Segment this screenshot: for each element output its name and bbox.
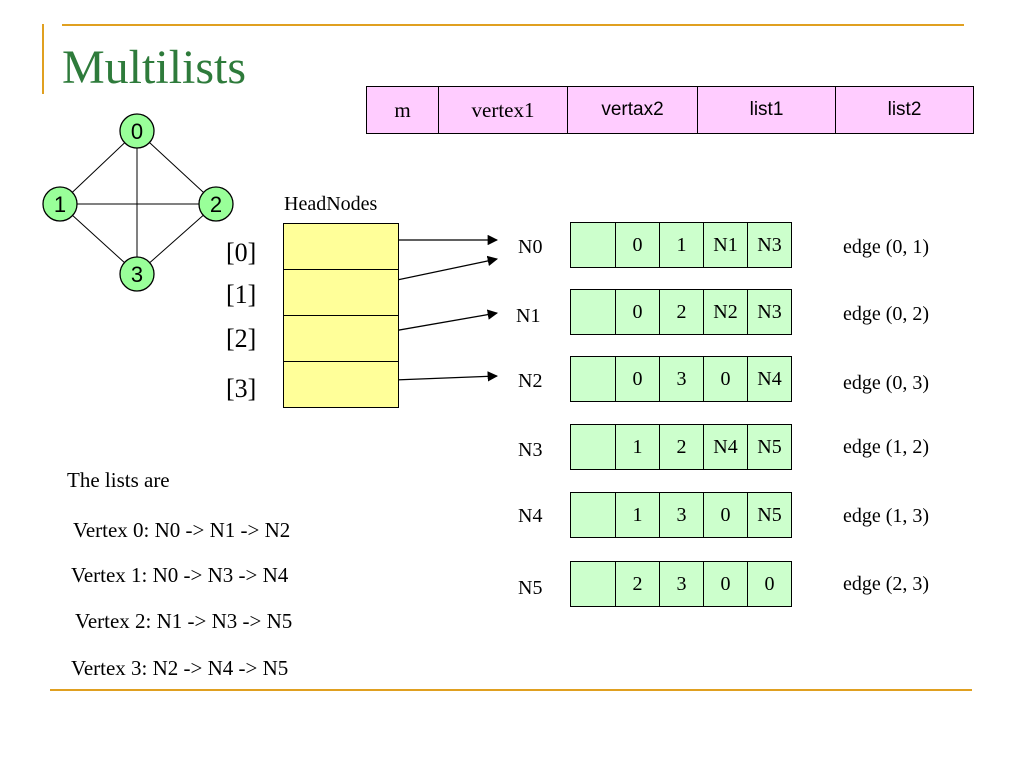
edge-node-vertex1: 1	[616, 425, 660, 469]
edge-node-name-0: N0	[518, 236, 543, 258]
edge-node-mark	[571, 357, 616, 401]
edge-node-list1: N4	[704, 425, 748, 469]
edge-node-vertex1: 0	[616, 223, 660, 267]
lists-heading: The lists are	[67, 468, 170, 492]
edge-node-0: 0 1 N1 N3	[570, 222, 792, 268]
edge-label-0: edge (0, 1)	[843, 236, 930, 258]
head-slot-0	[284, 224, 398, 270]
edge-node-vertex1: 1	[616, 493, 660, 537]
node-layout-field-vertex2: vertax2	[568, 87, 698, 133]
edge-label-1: edge (0, 2)	[843, 303, 930, 325]
graph-edge-0-1	[59, 130, 138, 205]
list-item: Vertex 2: N1 -> N3 -> N5	[75, 609, 293, 633]
edge-node-vertex1: 0	[616, 290, 660, 334]
graph-edge-0-2	[136, 130, 217, 205]
graph-vertex-1: 1	[42, 186, 78, 222]
graph-vertex-0: 0	[119, 113, 155, 149]
edge-node-vertex2: 3	[660, 562, 704, 606]
edge-label-5: edge (2, 3)	[843, 573, 930, 595]
edge-node-vertex2: 1	[660, 223, 704, 267]
edge-label-4: edge (1, 3)	[843, 505, 930, 527]
node-layout: m vertex1 vertax2 list1 list2	[366, 86, 974, 134]
node-layout-field-list1: list1	[698, 87, 836, 133]
head-index-2: [2]	[226, 324, 257, 353]
graph-vertices: 0 1 2 3	[42, 113, 234, 292]
graph-vertex-label: 3	[131, 262, 143, 287]
edge-node-mark	[571, 562, 616, 606]
edge-node-name-1: N1	[516, 305, 541, 327]
edge-node-mark	[571, 290, 616, 334]
edge-node-mark	[571, 425, 616, 469]
edge-node-mark	[571, 493, 616, 537]
edge-node-list2: N5	[748, 425, 791, 469]
node-layout-field-list2: list2	[836, 87, 973, 133]
edge-node-vertex2: 2	[660, 290, 704, 334]
edge-node-vertex1: 2	[616, 562, 660, 606]
edge-node-list2: N3	[748, 223, 791, 267]
edge-node-list2: 0	[748, 562, 791, 606]
list-item: Vertex 3: N2 -> N4 -> N5	[71, 656, 289, 680]
edge-node-mark	[571, 223, 616, 267]
node-layout-field-vertex1: vertex1	[439, 87, 568, 133]
edge-node-name-3: N3	[518, 439, 543, 461]
list-item: Vertex 1: N0 -> N3 -> N4	[71, 563, 289, 587]
edge-node-2: 0 3 0 N4	[570, 356, 792, 402]
graph-vertex-label: 2	[210, 192, 222, 217]
edge-node-list2: N3	[748, 290, 791, 334]
edge-node-3: 1 2 N4 N5	[570, 424, 792, 470]
edge-node-vertex2: 3	[660, 357, 704, 401]
title-rule-top	[62, 24, 964, 26]
edge-node-name-5: N5	[518, 577, 543, 599]
edge-label-2: edge (0, 3)	[843, 372, 930, 394]
edge-node-name-4: N4	[518, 505, 543, 527]
graph-vertex-label: 0	[131, 119, 143, 144]
head-slot-2	[284, 316, 398, 362]
headnodes-label: HeadNodes	[284, 193, 378, 215]
head-index-1: [1]	[226, 280, 257, 309]
graph-vertex-2: 2	[198, 186, 234, 222]
headnodes-array	[283, 223, 399, 408]
edge-node-list1: N1	[704, 223, 748, 267]
head-index-0: [0]	[226, 238, 257, 267]
edge-node-list2: N4	[748, 357, 791, 401]
edge-label-3: edge (1, 2)	[843, 436, 930, 458]
graph-edges	[59, 130, 217, 275]
edge-node-5: 2 3 0 0	[570, 561, 792, 607]
graph-vertex-label: 1	[54, 192, 66, 217]
head-slot-3	[284, 362, 398, 407]
edge-node-list1: 0	[704, 562, 748, 606]
edge-node-name-2: N2	[518, 370, 543, 392]
head-index-3: [3]	[226, 374, 257, 403]
head-slot-1	[284, 270, 398, 316]
edge-node-list1: 0	[704, 357, 748, 401]
edge-node-4: 1 3 0 N5	[570, 492, 792, 538]
edge-node-list2: N5	[748, 493, 791, 537]
edge-node-list1: N2	[704, 290, 748, 334]
edge-node-1: 0 2 N2 N3	[570, 289, 792, 335]
edge-node-vertex2: 2	[660, 425, 704, 469]
page-title: Multilists	[62, 41, 247, 94]
title-rule-left	[42, 24, 44, 94]
list-item: Vertex 0: N0 -> N1 -> N2	[73, 518, 291, 542]
footer-rule	[50, 689, 972, 691]
node-layout-field-m: m	[367, 87, 439, 133]
edge-node-vertex2: 3	[660, 493, 704, 537]
edge-node-vertex1: 0	[616, 357, 660, 401]
graph-vertex-3: 3	[119, 256, 155, 292]
edge-node-list1: 0	[704, 493, 748, 537]
